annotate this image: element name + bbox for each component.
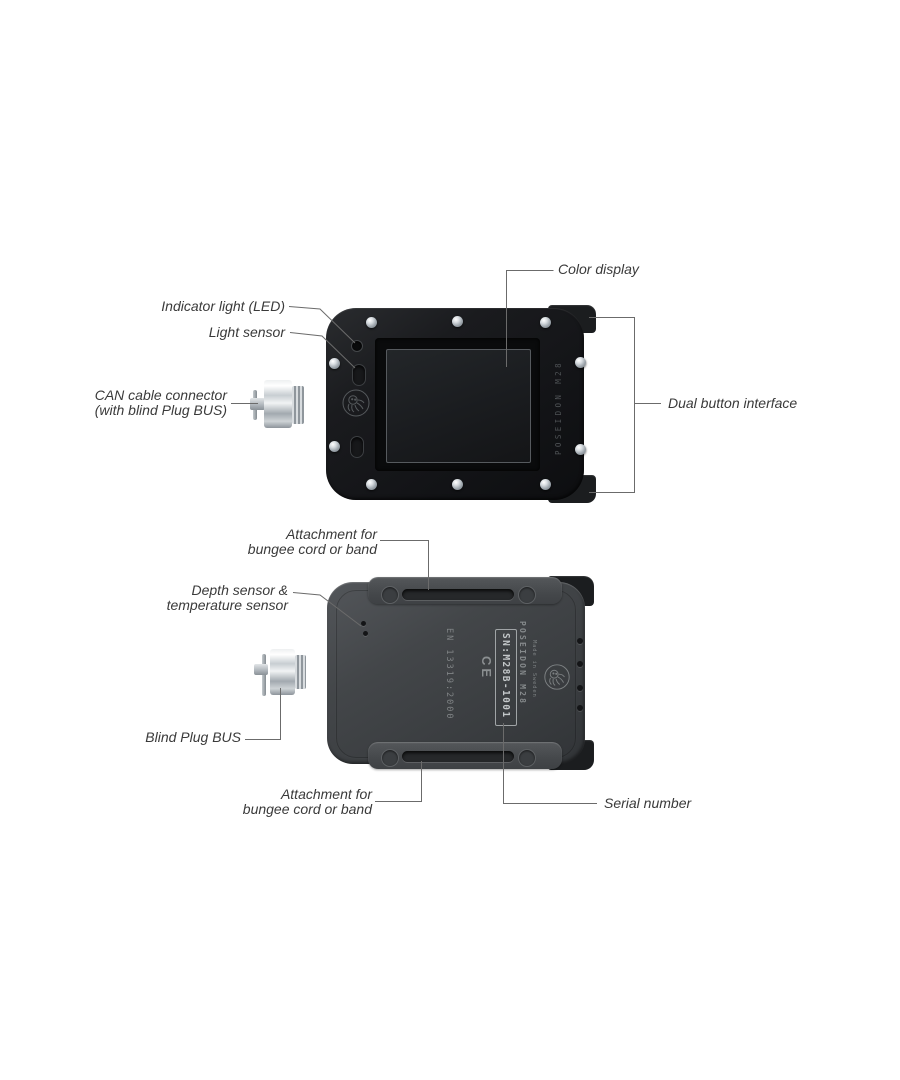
temperature-sensor-dot <box>363 631 368 636</box>
label-indicator-light: Indicator light (LED) <box>161 299 285 314</box>
label-can-connector-line1: CAN cable connector <box>94 387 227 403</box>
label-blind-plug-text: Blind Plug BUS <box>145 729 241 745</box>
connector-tip <box>250 398 265 410</box>
side-dot <box>577 705 583 711</box>
screw <box>540 317 551 328</box>
light-sensor-window <box>352 364 366 386</box>
label-color-display-text: Color display <box>558 261 639 277</box>
label-light-sensor: Light sensor <box>209 325 285 340</box>
label-blind-plug: Blind Plug BUS <box>145 730 241 745</box>
side-dot <box>577 685 583 691</box>
screw <box>329 358 340 369</box>
label-attachment-bottom-line1: Attachment for <box>280 786 372 802</box>
poseidon-logo-icon <box>544 664 570 690</box>
screw <box>575 357 586 368</box>
screw <box>366 479 377 490</box>
connector-collar <box>295 655 306 689</box>
serial-engraving: SN:M28B-1001 <box>500 633 511 719</box>
front-brand-engraving: POSEIDON M28 <box>554 360 563 455</box>
bungee-hole <box>518 586 536 604</box>
label-attachment-bottom: Attachment for bungee cord or band <box>243 787 372 817</box>
side-dot <box>577 638 583 644</box>
label-depth-sensor-line2: temperature sensor <box>166 597 288 613</box>
label-attachment-top-line2: bungee cord or band <box>247 541 377 557</box>
standard-engraving: EN 13319:2000 <box>444 628 454 721</box>
screw <box>366 317 377 328</box>
label-attachment-top: Attachment for bungee cord or band <box>248 527 377 557</box>
connector-hex-nut <box>270 649 295 695</box>
label-can-connector: CAN cable connector (with blind Plug BUS… <box>95 388 227 418</box>
label-light-sensor-text: Light sensor <box>208 324 285 340</box>
label-dual-button: Dual button interface <box>668 396 797 411</box>
screw <box>575 444 586 455</box>
label-attachment-bottom-line2: bungee cord or band <box>242 801 372 817</box>
label-indicator-light-text: Indicator light (LED) <box>161 298 285 314</box>
made-in-engraving: Made in Sweden <box>531 640 537 698</box>
ce-mark: CE <box>479 656 494 681</box>
side-dot <box>577 661 583 667</box>
connector-hex-nut <box>264 380 292 428</box>
color-display-screen <box>386 349 531 463</box>
label-attachment-top-line1: Attachment for <box>285 526 377 542</box>
label-serial-number: Serial number <box>604 796 691 811</box>
connector-pin <box>262 654 266 696</box>
bungee-slot-top <box>402 589 514 600</box>
label-can-connector-line2: (with blind Plug BUS) <box>94 402 227 418</box>
poseidon-logo-icon <box>342 389 370 417</box>
blind-plug-bus <box>248 646 330 698</box>
label-color-display: Color display <box>558 262 639 277</box>
label-dual-button-text: Dual button interface <box>668 395 798 411</box>
screw <box>329 441 340 452</box>
screw <box>452 316 463 327</box>
label-depth-temp-sensor: Depth sensor & temperature sensor <box>167 583 288 613</box>
can-cable-connector <box>249 378 331 430</box>
led-indicator <box>351 340 363 352</box>
back-device: EN 13319:2000 CE SN:M28B-1001 POSEIDON M… <box>327 575 594 771</box>
bungee-hole <box>381 586 399 604</box>
connector-collar <box>292 386 304 424</box>
label-serial-number-text: Serial number <box>604 795 692 811</box>
bungee-slot-bottom <box>402 751 514 762</box>
connector-tip <box>254 664 268 675</box>
label-depth-sensor-line1: Depth sensor & <box>191 582 289 598</box>
bungee-hole <box>381 749 399 767</box>
leader-dual-button <box>589 317 661 493</box>
back-brand-engraving: POSEIDON M28 <box>518 621 527 706</box>
bungee-hole <box>518 749 536 767</box>
front-button <box>350 436 364 458</box>
depth-sensor-dot <box>361 621 366 626</box>
front-device: POSEIDON M28 <box>326 305 596 503</box>
screw <box>540 479 551 490</box>
screw <box>452 479 463 490</box>
back-recess-line <box>336 590 576 758</box>
